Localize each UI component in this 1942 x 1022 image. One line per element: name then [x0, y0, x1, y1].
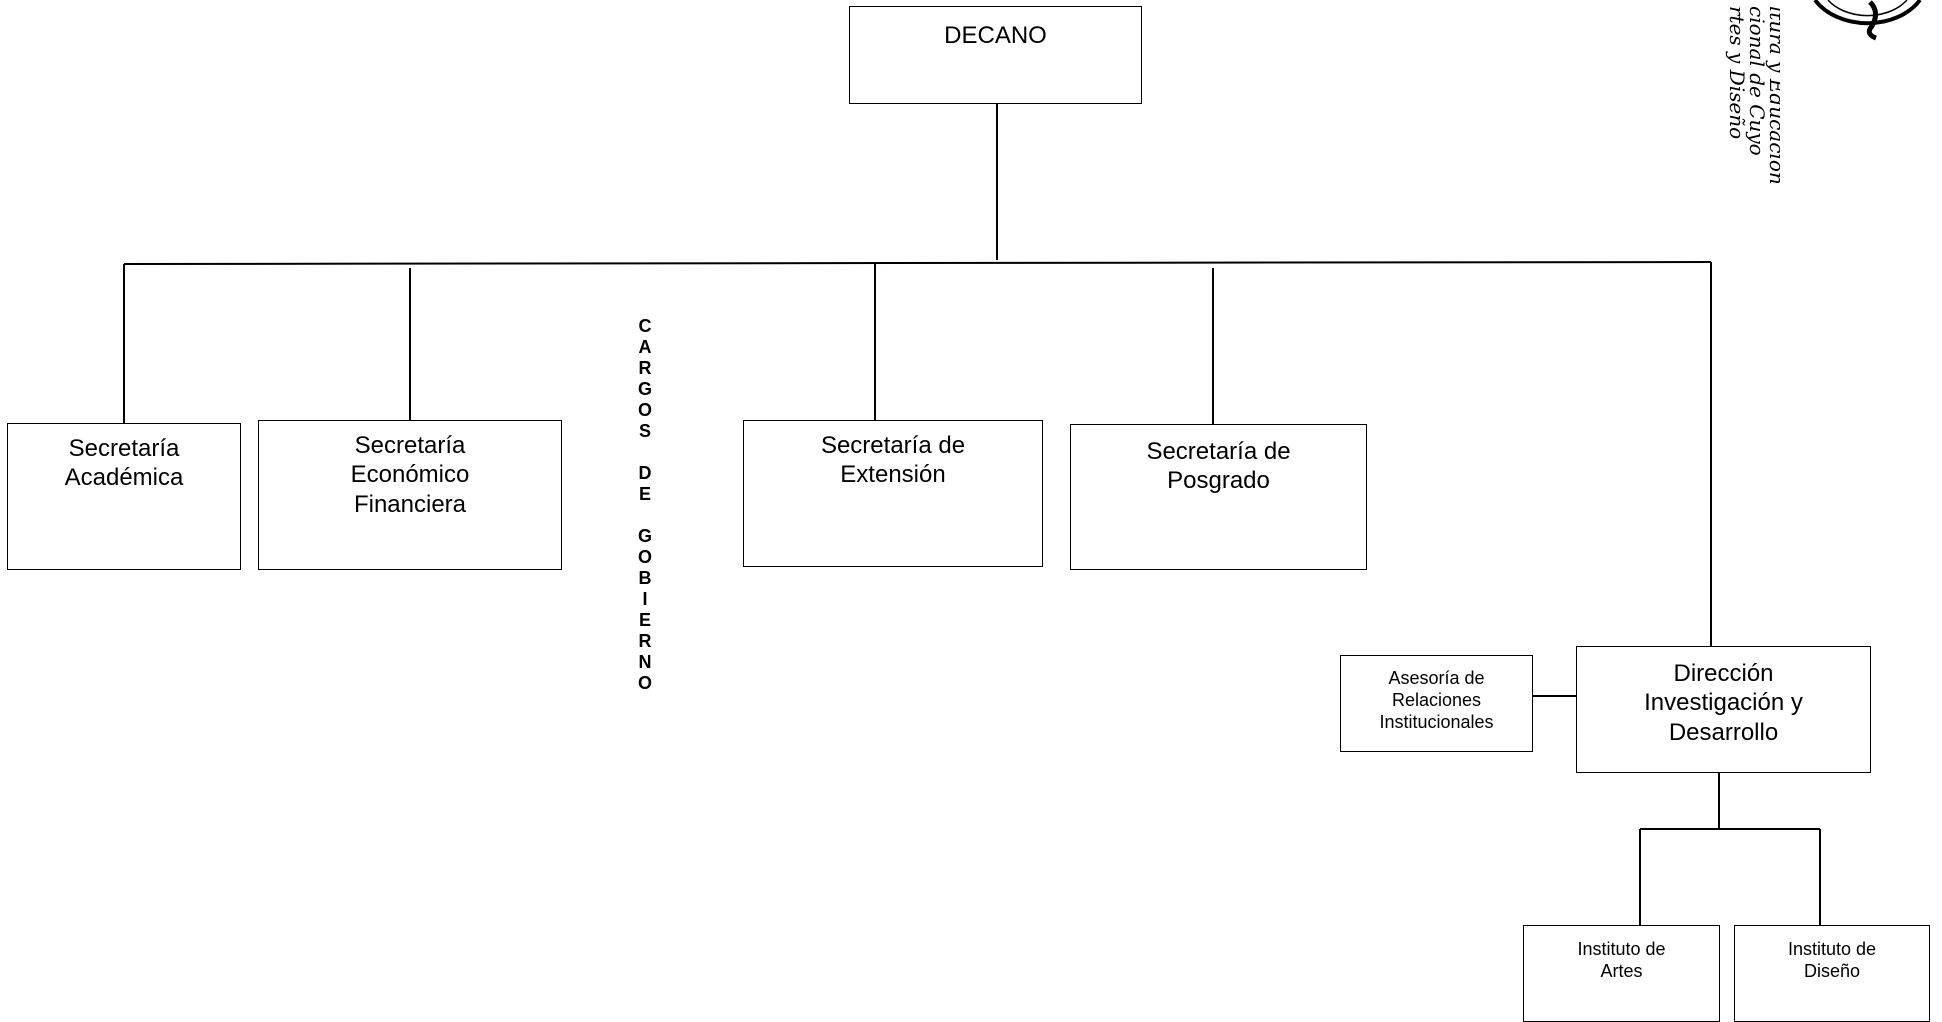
connector-bus: [123, 261, 1712, 265]
node-secretaria-academica: Secretaría Académica: [7, 423, 241, 570]
node-direccion-investigacion: Dirección Investigación y Desarrollo: [1576, 646, 1871, 773]
seal-script-line-3: rtes y Diseño: [1725, 6, 1749, 139]
node-instituto-artes-label: Instituto de Artes: [1577, 939, 1666, 981]
node-secretaria-academica-label: Secretaría Académica: [64, 435, 184, 492]
node-secretaria-economico-financiera-label: Secretaría Económico Financiera: [350, 432, 470, 518]
node-secretaria-extension: Secretaría de Extensión: [743, 420, 1043, 567]
node-decano-label: DECANO: [944, 22, 1047, 49]
node-instituto-diseno-label: Instituto de Diseño: [1787, 939, 1877, 981]
node-instituto-artes: Instituto de Artes: [1523, 925, 1720, 1022]
cargos-de-gobierno-label: C A R G O S D E G O B I E R N O: [637, 316, 652, 693]
node-instituto-diseno: Instituto de Diseño: [1734, 925, 1930, 1022]
node-direccion-label: Dirección Investigación y Desarrollo: [1644, 660, 1803, 746]
node-secretaria-posgrado: Secretaría de Posgrado: [1070, 424, 1367, 570]
university-seal: ltura y Educación cional de Cuyo rtes y …: [1725, 6, 1780, 185]
node-asesoria-label: Asesoría de Relaciones Institucionales: [1379, 668, 1494, 732]
seal-script-line-2: cional de Cuyo: [1745, 6, 1769, 156]
node-secretaria-posgrado-label: Secretaría de Posgrado: [1146, 438, 1291, 495]
seal-script-line-1: ltura y Educación: [1765, 6, 1780, 185]
node-secretaria-extension-label: Secretaría de Extensión: [820, 432, 966, 489]
seal-arc: [1813, 0, 1922, 41]
node-asesoria-relaciones-institucionales: Asesoría de Relaciones Institucionales: [1340, 655, 1533, 752]
node-secretaria-economico-financiera: Secretaría Económico Financiera: [258, 420, 562, 570]
node-decano: DECANO: [849, 6, 1142, 104]
